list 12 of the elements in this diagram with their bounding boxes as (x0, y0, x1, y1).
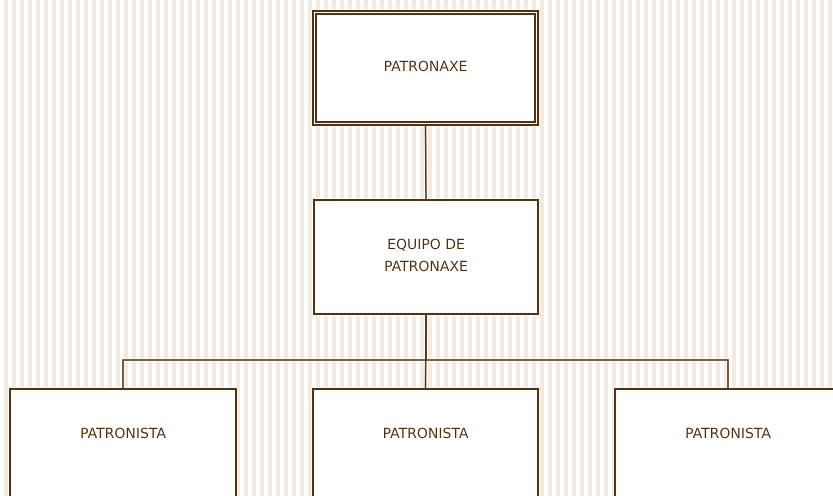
box-label: PATRONAXE (384, 58, 468, 78)
role-box (9, 388, 237, 496)
box-label: PATRONISTA (382, 425, 468, 444)
box-label: EQUIPO DE PATRONAXE (383, 236, 469, 277)
connector-line (425, 315, 729, 388)
top-box (312, 10, 539, 126)
connector-line (424, 126, 427, 199)
role-box (614, 388, 833, 496)
role-box (313, 199, 539, 315)
box-label: PATRONISTA (685, 425, 771, 444)
role-box (312, 388, 539, 496)
box-label: PATRONISTA (80, 425, 166, 444)
